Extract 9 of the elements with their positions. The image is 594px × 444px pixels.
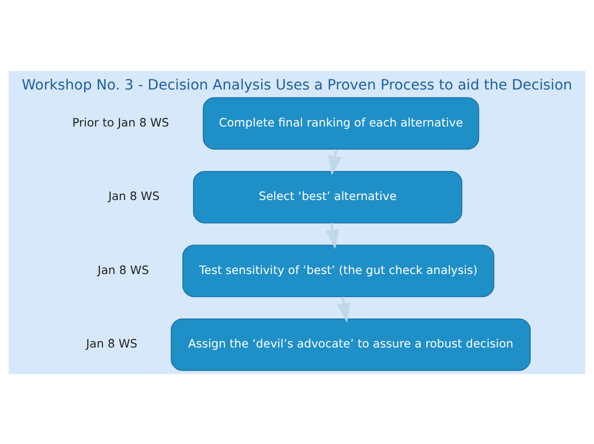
node-label: Jan 8 WS xyxy=(108,188,160,203)
node-box: Select ‘best’ alternative xyxy=(193,170,462,223)
node-label: Prior to Jan 8 WS xyxy=(72,114,169,129)
diagram-title: Workshop No. 3 - Decision Analysis Uses a Proven Process to aid the Decision xyxy=(22,76,572,93)
node-box: Complete final ranking of each alternative xyxy=(202,96,480,150)
node-label: Jan 8 WS xyxy=(98,262,149,276)
node-box: Test sensitivity of ‘best’ (the gut check analysis) xyxy=(182,244,494,297)
node-label: Jan 8 WS xyxy=(86,336,138,350)
node-box: Assign the ‘devil’s advocate’ to assure a robust decision xyxy=(170,318,531,370)
